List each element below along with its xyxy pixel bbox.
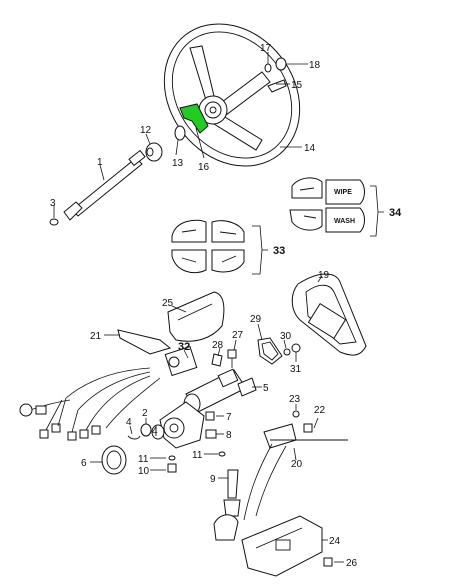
callout-6: 6 <box>81 458 87 469</box>
part-28-screw <box>211 353 223 367</box>
part-12-bushing <box>145 142 163 162</box>
part-4b-clip <box>127 435 141 440</box>
part-25-column-cover <box>167 291 225 342</box>
wash-label: WASH <box>334 218 355 225</box>
part-32-switch-housing <box>164 345 198 377</box>
part-23-washer <box>292 410 300 418</box>
callout-28: 28 <box>212 340 224 351</box>
part-3-washer <box>49 218 59 226</box>
part-8-clip <box>205 429 217 439</box>
part-6-seal <box>101 445 127 475</box>
callout-27: 27 <box>232 330 244 341</box>
part-15-emblem <box>267 79 287 93</box>
callout-7: 7 <box>226 412 232 423</box>
part-31 <box>291 343 301 353</box>
highlighted-part-16 <box>179 103 209 134</box>
switch-group-33 <box>171 219 268 275</box>
callout-2: 2 <box>142 408 148 419</box>
part-20-wiper-stalk <box>243 423 348 521</box>
part-24-lower-cover <box>241 515 323 577</box>
part-13-ring <box>174 125 186 141</box>
callout-22: 22 <box>314 405 326 416</box>
callout-23: 23 <box>289 394 301 405</box>
part-27-screw <box>227 349 237 368</box>
callout-12: 12 <box>140 125 152 136</box>
callout-15: 15 <box>291 80 303 91</box>
callout-11b: 11 <box>192 450 203 461</box>
callout-18: 18 <box>309 60 321 71</box>
callout-9: 9 <box>210 474 216 485</box>
part-4a-ring <box>151 424 165 440</box>
callout-1: 1 <box>97 157 103 168</box>
leader-lines <box>53 52 344 563</box>
callout-17: 17 <box>260 43 272 54</box>
part-19-switch-plate <box>291 273 367 356</box>
callout-4b: 4 <box>152 426 158 437</box>
ignition-lock-body <box>159 401 205 449</box>
callout-20: 20 <box>291 459 303 470</box>
part-9-stalk <box>223 469 241 517</box>
callout-3: 3 <box>50 198 56 209</box>
callout-10: 10 <box>138 466 150 477</box>
part-2-ring <box>140 423 152 437</box>
callout-19: 19 <box>318 270 330 281</box>
part-21-lever <box>117 329 172 355</box>
wiring-harness <box>19 367 161 441</box>
callout-14: 14 <box>304 143 316 154</box>
part-7-screw <box>205 411 215 421</box>
part-5-column-tube <box>183 368 257 415</box>
part-1-steering-shaft <box>63 149 146 221</box>
part-17 <box>264 63 272 73</box>
callout-30: 30 <box>280 331 292 342</box>
part-26-screw <box>323 557 333 567</box>
callout-34: 34 <box>389 207 402 219</box>
callout-labels: 1 3 12 13 16 14 17 18 15 34 33 19 25 21 … <box>50 43 402 569</box>
part-29-gasket <box>257 337 283 365</box>
callout-26: 26 <box>346 558 358 569</box>
callout-25: 25 <box>162 298 174 309</box>
callout-33: 33 <box>273 245 285 257</box>
part-10-bolt <box>167 463 177 473</box>
callout-24: 24 <box>329 536 341 547</box>
switch-group-34: WIPE WASH <box>289 177 384 237</box>
part-11b-washer <box>218 451 226 457</box>
callout-21: 21 <box>90 331 102 342</box>
callout-11a: 11 <box>138 454 149 465</box>
callout-31: 31 <box>290 364 302 375</box>
callout-4a: 4 <box>126 417 132 428</box>
callout-29: 29 <box>250 314 262 325</box>
part-18 <box>275 57 287 71</box>
part-11a-washer <box>168 455 176 461</box>
callout-13: 13 <box>172 158 184 169</box>
part-22-bolt <box>303 423 313 433</box>
callout-32: 32 <box>178 341 190 353</box>
steering-wheel <box>163 23 301 167</box>
callout-8: 8 <box>226 430 232 441</box>
part-30 <box>283 348 291 356</box>
stalk-knob <box>213 514 239 541</box>
callout-5: 5 <box>263 383 269 394</box>
callout-16: 16 <box>198 162 210 173</box>
wipe-label: WIPE <box>334 189 352 196</box>
